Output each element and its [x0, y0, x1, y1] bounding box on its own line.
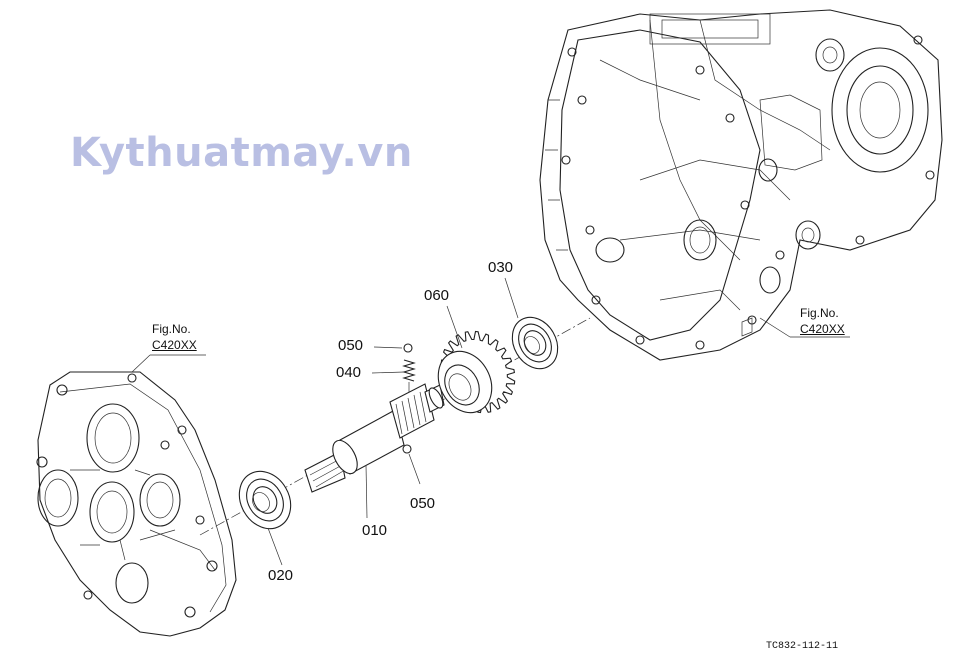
spring-040: [402, 359, 416, 392]
part-label-050-upper: 050: [338, 337, 364, 354]
drawing-reference: TC832-112-11: [766, 641, 839, 652]
ball-050-lower: [402, 444, 412, 454]
watermark-text: Kythuatmay.vn: [70, 130, 413, 176]
figure-ref-right-line1: Fig.No.: [800, 306, 839, 320]
leader-lines: [131, 277, 850, 566]
bearing-030: [511, 316, 559, 370]
part-label-010: 010: [362, 522, 388, 539]
part-label-030: 030: [488, 259, 514, 276]
figure-ref-left[interactable]: Fig.No. C420XX: [152, 321, 197, 353]
cover-plate: [36, 371, 237, 637]
part-label-050-lower: 050: [410, 495, 436, 512]
figure-ref-left-line1: Fig.No.: [152, 322, 191, 336]
ball-050-upper: [403, 343, 413, 353]
shaft-010: [304, 383, 445, 493]
transmission-case: [539, 9, 943, 361]
figure-ref-right[interactable]: Fig.No. C420XX: [800, 305, 845, 337]
bearing-020: [238, 470, 292, 530]
part-label-060: 060: [424, 287, 450, 304]
part-label-040: 040: [336, 364, 362, 381]
gear-060: [437, 330, 516, 414]
figure-ref-right-code: C420XX: [800, 322, 845, 336]
part-label-020: 020: [268, 567, 294, 584]
figure-ref-left-code: C420XX: [152, 338, 197, 352]
